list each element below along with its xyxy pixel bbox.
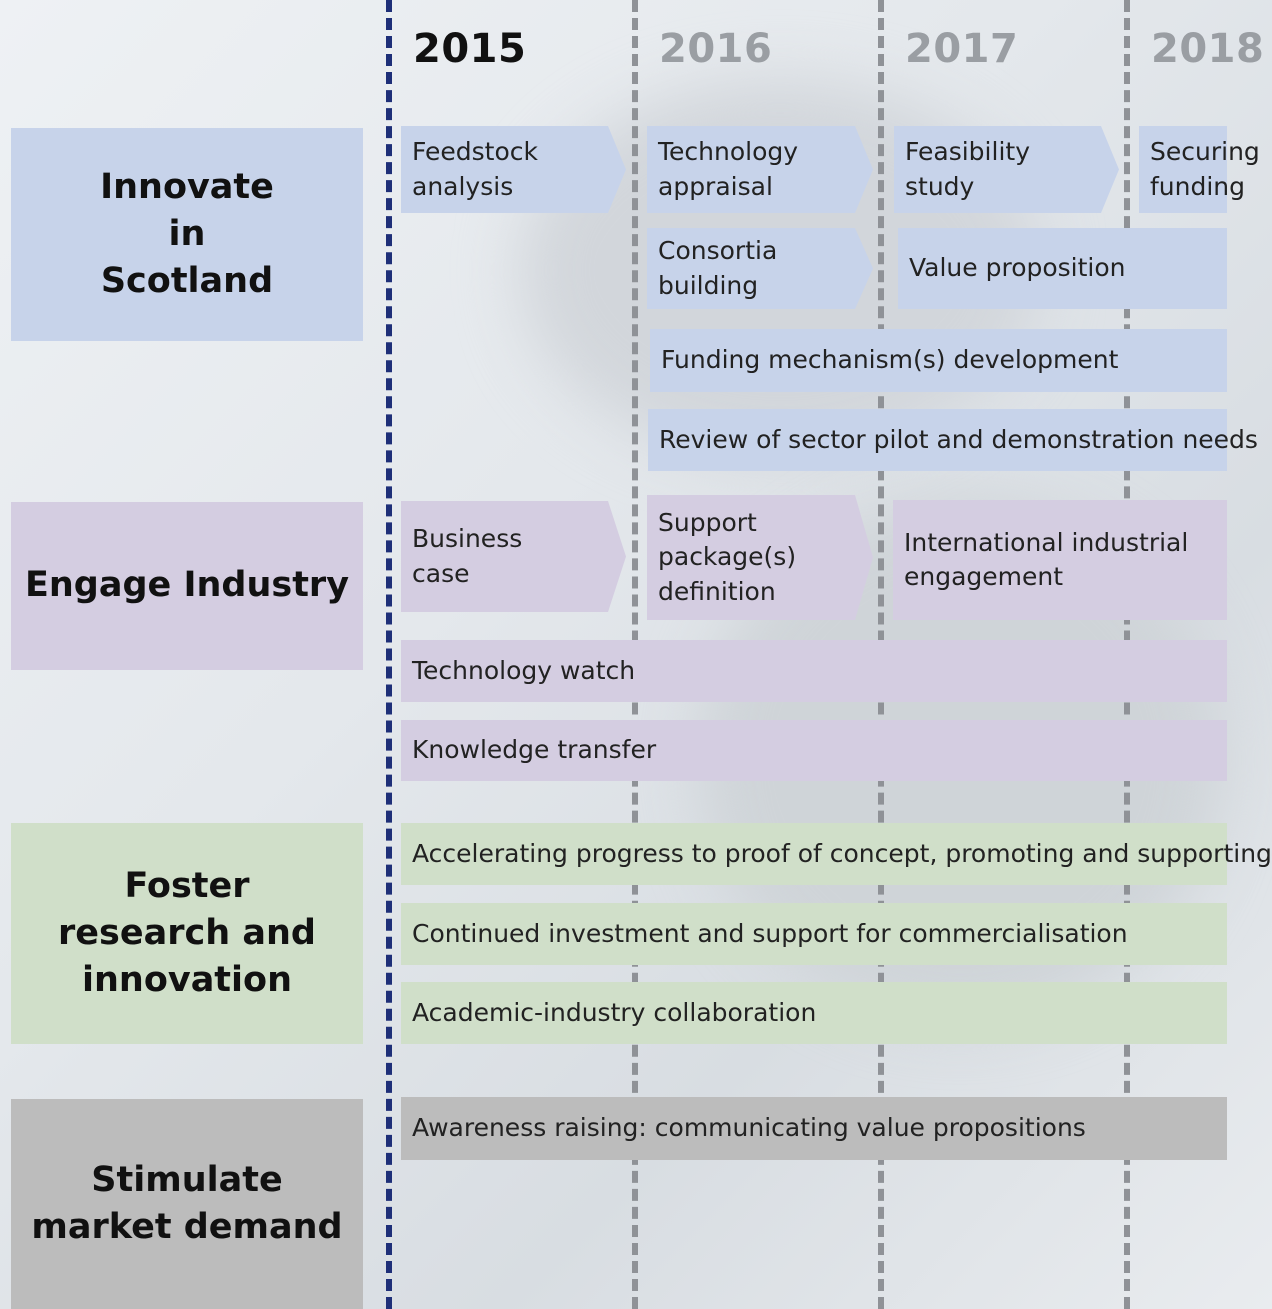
task-knowledge-transfer: Knowledge transfer <box>401 720 1227 781</box>
year-label-2016: 2016 <box>659 26 773 72</box>
task-technology-appraisal: Technology appraisal <box>647 126 873 213</box>
category-stimulate-market-demand: Stimulate market demand <box>11 1099 363 1309</box>
task-value-proposition: Value proposition <box>898 228 1227 309</box>
task-feedstock-analysis: Feedstock analysis <box>401 126 626 213</box>
category-engage-industry: Engage Industry <box>11 502 363 670</box>
task-funding-mechanism: Funding mechanism(s) development <box>650 329 1227 392</box>
year-label-2015: 2015 <box>413 26 527 72</box>
task-business-case: Business case <box>401 501 626 612</box>
year-label-2018: 2018 <box>1151 26 1265 72</box>
task-international-engagement: International industrial engagement <box>893 500 1227 620</box>
task-technology-watch: Technology watch <box>401 640 1227 702</box>
task-continued-investment: Continued investment and support for com… <box>401 903 1227 965</box>
category-innovate-in-scotland: Innovate in Scotland <box>11 128 363 341</box>
task-securing-funding: Securing funding <box>1139 126 1260 213</box>
task-feasibility-study: Feasibility study <box>894 126 1119 213</box>
task-review-pilot-demonstration: Review of sector pilot and demonstration… <box>648 409 1258 471</box>
year-line-2015 <box>386 0 392 1309</box>
task-academic-industry-collaboration: Academic-industry collaboration <box>401 982 1227 1044</box>
category-foster-research: Foster research and innovation <box>11 823 363 1044</box>
task-consortia-building: Consortia building <box>647 228 873 309</box>
task-awareness-raising: Awareness raising: communicating value p… <box>401 1097 1227 1160</box>
year-label-2017: 2017 <box>905 26 1019 72</box>
task-support-package-definition: Support package(s) definition <box>647 495 873 620</box>
task-accelerating-progress: Accelerating progress to proof of concep… <box>401 823 1272 885</box>
